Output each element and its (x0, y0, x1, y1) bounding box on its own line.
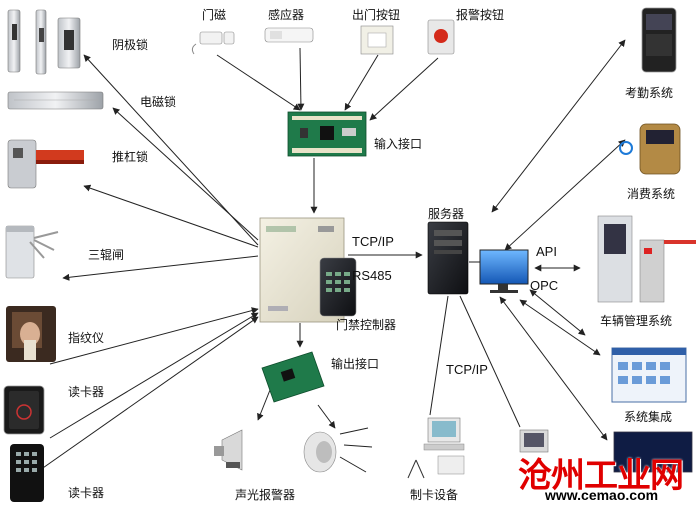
label-fingerprint-reader: 指纹仪 (68, 331, 105, 345)
label-server: 服务器 (428, 207, 465, 221)
connector-lines (39, 39, 626, 473)
card-reader-1-image (3, 385, 45, 435)
label-input-interface: 输入接口 (374, 137, 423, 151)
label-push-bar-lock: 推杠锁 (112, 150, 149, 164)
label-magnetic-lock: 电磁锁 (140, 95, 177, 109)
monitor-image (479, 249, 529, 293)
input-interface-board-image (287, 111, 367, 157)
label-door-sensor: 门磁 (202, 8, 227, 22)
siren-image (303, 431, 337, 473)
label-card-reader-2: 读卡器 (68, 486, 105, 500)
tripod-turnstile-image (5, 225, 59, 279)
exit-button-image (360, 25, 394, 55)
strike-lock-image (7, 9, 81, 75)
watermark-url: www.cemao.com (545, 487, 659, 503)
parking-kiosk-image (597, 215, 696, 303)
label-card-issuing: 制卡设备 (410, 488, 459, 502)
magnetic-lock-image (7, 91, 104, 110)
protocol-rs485: RS485 (352, 268, 392, 283)
horn-speaker-image (214, 429, 243, 471)
server-image (427, 221, 469, 295)
protocol-api: API (536, 244, 557, 259)
alarm-button-image (427, 19, 455, 55)
card-reader-2-image (10, 444, 44, 502)
protocol-tcpip-upper: TCP/IP (352, 234, 394, 249)
motion-sensor-image (264, 27, 314, 43)
label-alarm-button: 报警按钮 (456, 8, 505, 22)
protocol-opc: OPC (530, 278, 559, 293)
card-issuing-device-image (407, 417, 465, 479)
protocol-tcpip-lower: TCP/IP (446, 362, 488, 377)
label-sound-light-alarm: 声光报警器 (235, 488, 296, 502)
label-system-integration: 系统集成 (624, 410, 673, 424)
label-door-controller: 门禁控制器 (336, 318, 397, 332)
fingerprint-reader-image (6, 306, 56, 362)
label-attendance: 考勤系统 (625, 86, 674, 100)
label-strike-lock: 阴极锁 (112, 38, 149, 52)
attendance-terminal-image (641, 7, 677, 73)
integration-dark-screen-image (613, 431, 693, 473)
watermark-logo: 沧州工业网 (518, 456, 684, 496)
pc-image (519, 429, 549, 453)
label-card-reader-1: 读卡器 (68, 385, 105, 399)
label-output-interface: 输出接口 (331, 357, 380, 371)
system-integration-screen-image (611, 347, 687, 403)
label-vehicle-mgmt: 车辆管理系统 (600, 314, 673, 328)
label-exit-button: 出门按钮 (352, 8, 401, 22)
label-motion-sensor: 感应器 (268, 8, 305, 22)
consumption-terminal-image (619, 123, 681, 175)
label-consumption: 消费系统 (627, 187, 676, 201)
output-interface-board-image (261, 351, 325, 403)
controller-card-reader-image (319, 257, 357, 317)
label-tripod-turnstile: 三辊闸 (88, 248, 125, 262)
push-bar-lock-image (7, 139, 84, 189)
door-sensor-image (191, 31, 235, 55)
